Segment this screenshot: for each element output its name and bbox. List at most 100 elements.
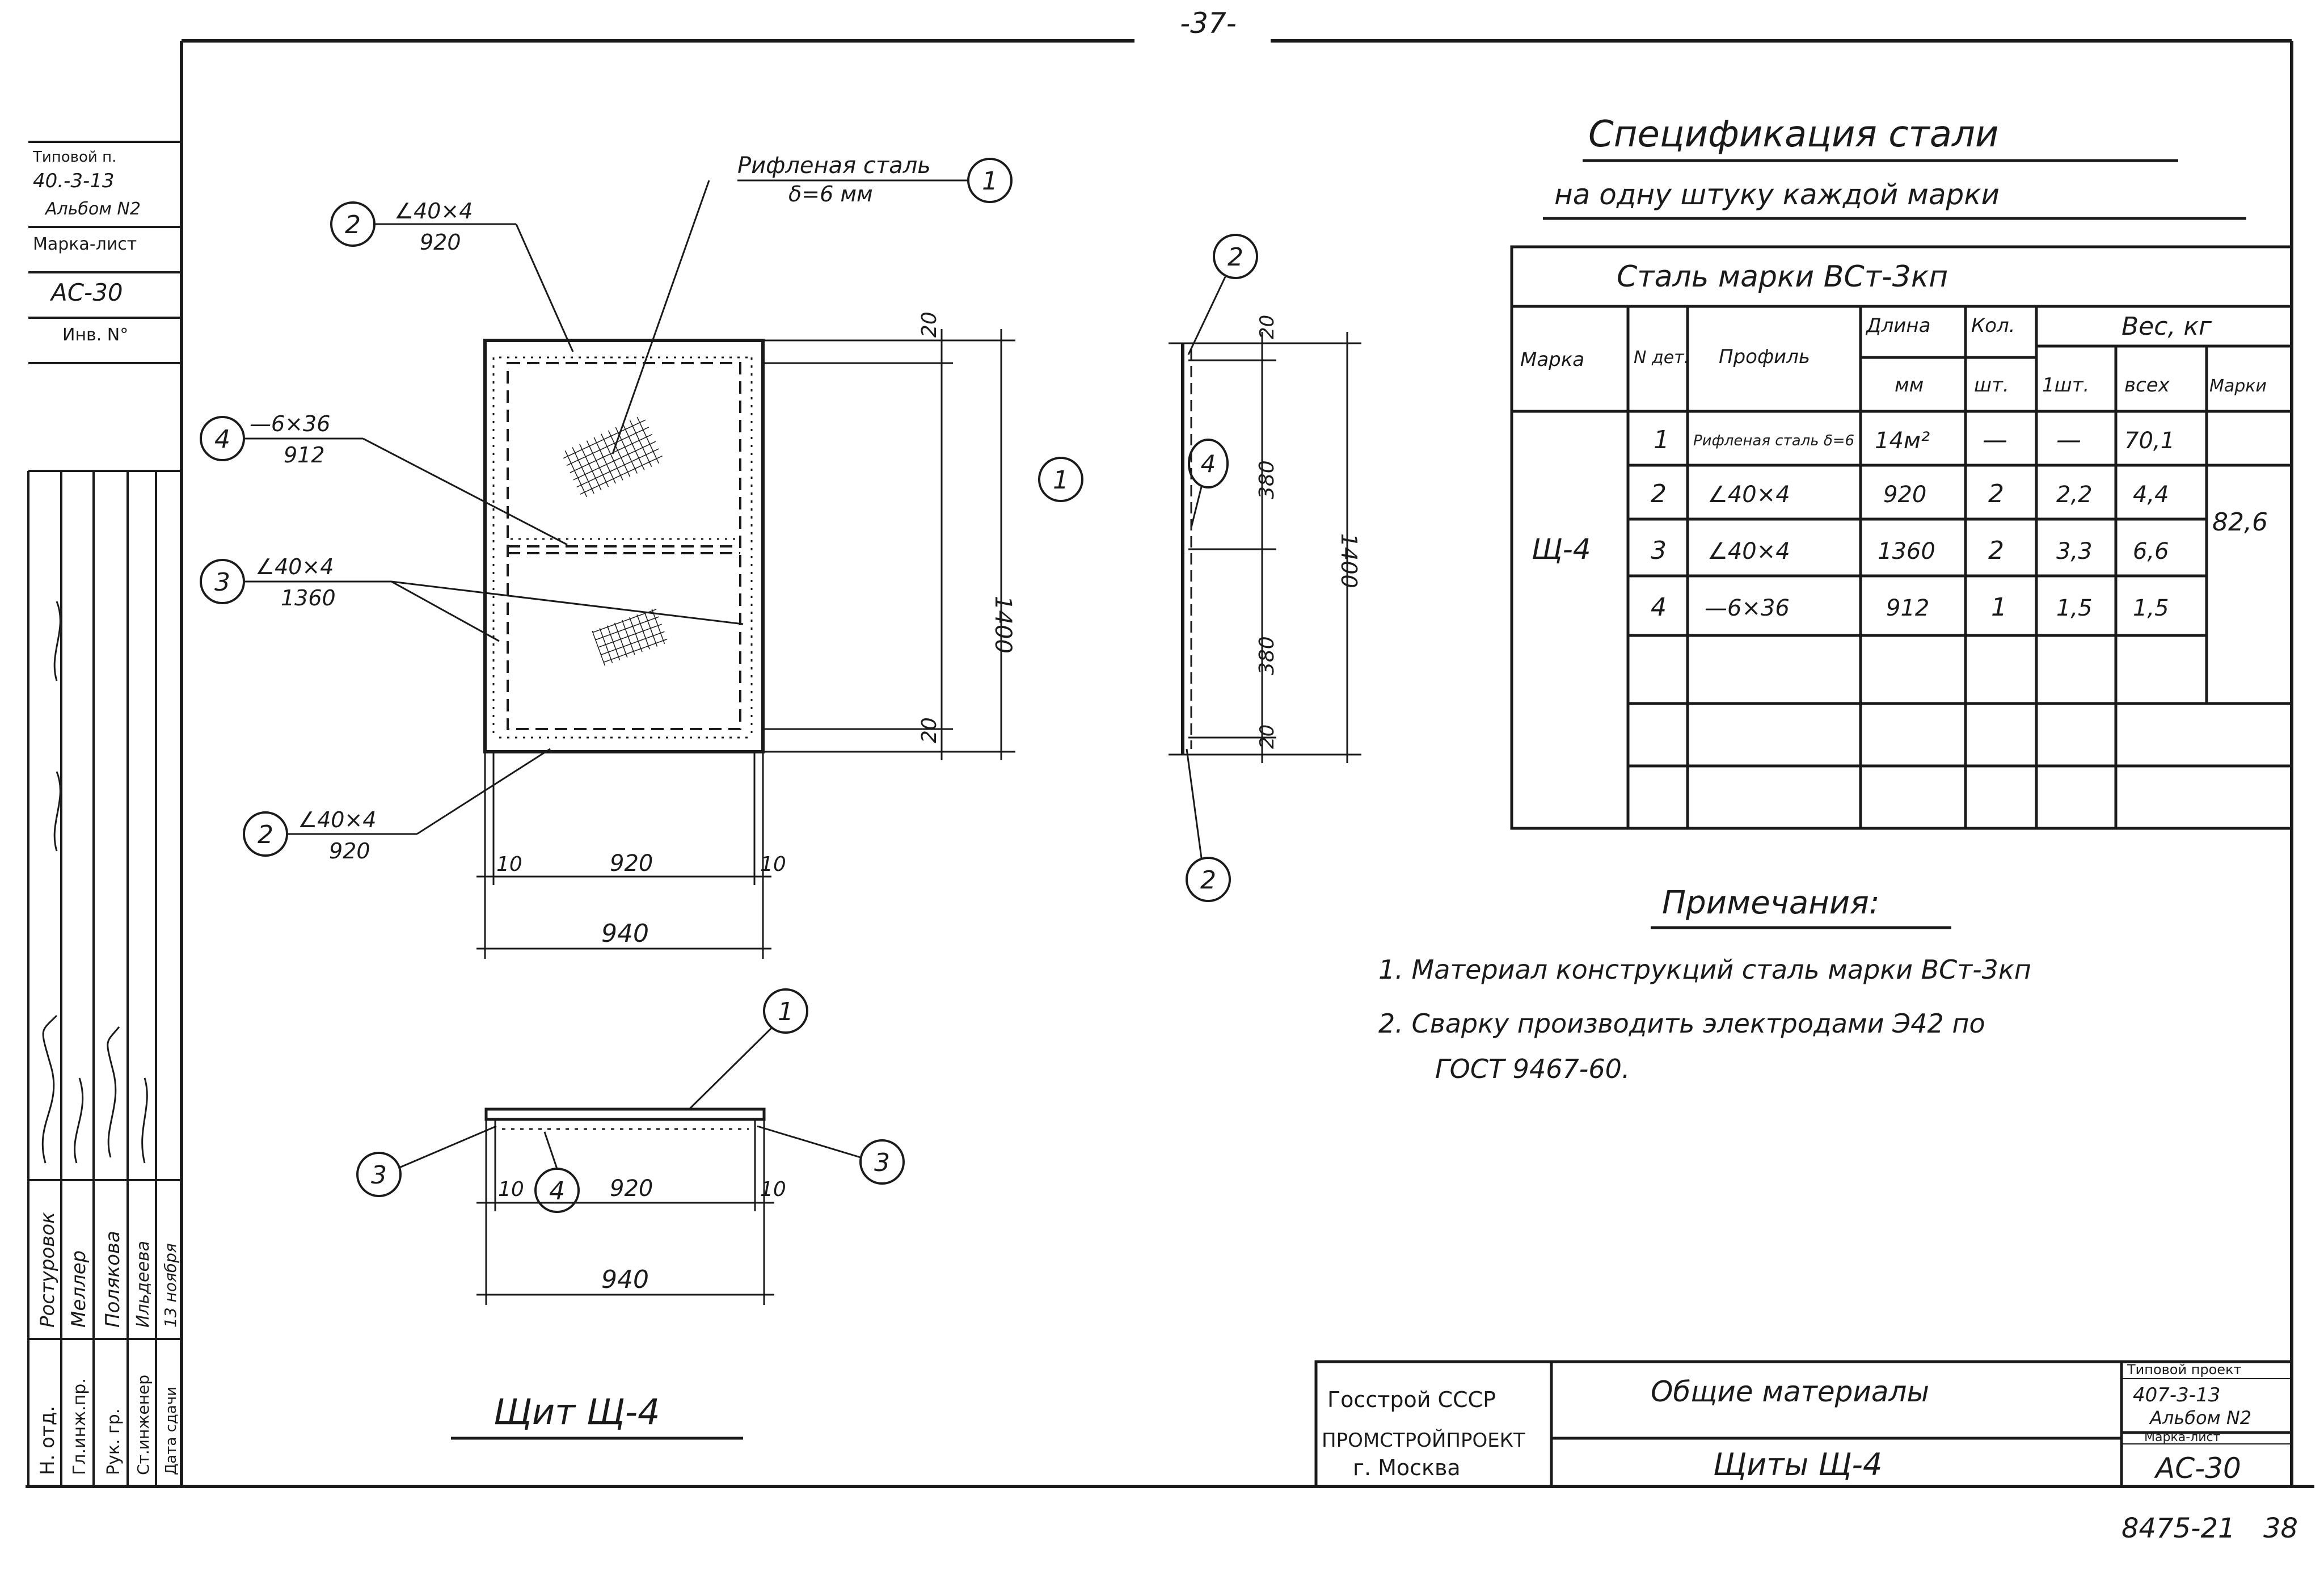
callout-number: 4 — [549, 1177, 565, 1206]
plan-dim-right-gap: 10 — [760, 853, 786, 876]
callout-sub: 1360 — [281, 586, 336, 610]
callout-number: 1 — [1053, 466, 1069, 495]
spec-cell-length: 920 — [1883, 482, 1926, 508]
spec-cell-no: 1 — [1654, 426, 1669, 454]
spec-cell-profile: —6×36 — [1705, 595, 1790, 621]
callout-number: 3 — [371, 1161, 387, 1190]
bottom-dim-right-gap: 10 — [760, 1178, 786, 1201]
tb-doc-title: Общие материалы — [1651, 1375, 1929, 1408]
archive-page: 38 — [2263, 1513, 2298, 1544]
stamp-names: Ростуровок Меллер Полякова Ильдеева 13 н… — [36, 1212, 180, 1328]
spec-cell-no: 3 — [1651, 536, 1667, 565]
section-marker-4: 4 — [1188, 439, 1229, 528]
callout-number: 4 — [1201, 450, 1216, 478]
plan-dim-width-inner: 920 — [610, 850, 653, 877]
specification: Спецификация стали на одну штуку каждой … — [1510, 113, 2293, 830]
title-block: Госстрой СССР ПРОМСТРОЙПРОЕКТ г. Москва … — [1314, 1360, 2293, 1488]
spec-row: 3 ∠40×4 1360 2 3,3 6,6 — [1651, 536, 2169, 565]
spec-cell-profile: ∠40×4 — [1707, 482, 1790, 508]
drawing-title: Щит Щ-4 — [494, 1391, 660, 1433]
callout-number: 2 — [345, 210, 361, 239]
callout-number: 3 — [214, 568, 230, 597]
callout-3: 3 ∠40×4 1360 — [200, 554, 744, 642]
callout-number: 2 — [1200, 866, 1216, 895]
spec-cell-profile: Рифленая сталь δ=6 — [1693, 432, 1854, 449]
callout-4: 4 —6×36 912 — [200, 411, 568, 546]
stamp-role: Н. отд. — [36, 1406, 59, 1475]
tb-project-no: 407-3-13 — [2133, 1384, 2220, 1406]
stamp-project-no: 40.-3-13 — [33, 170, 115, 192]
plan-dim-width-total: 940 — [601, 919, 649, 948]
spec-subtitle: на одну штуку каждой марки — [1554, 178, 2000, 211]
bottom-view: 10 920 10 940 1 3 4 3 — [356, 988, 905, 1305]
spec-head-profile: Профиль — [1719, 346, 1810, 368]
callout-sub: 920 — [420, 230, 461, 255]
bottom-dim-width-inner: 920 — [610, 1176, 653, 1202]
callout-1: 1 Рифленая сталь δ=6 мм — [611, 153, 1013, 454]
callout-label: Рифленая сталь — [737, 153, 931, 179]
callout-label: ∠40×4 — [255, 554, 334, 579]
plan-dim-top: 20 — [918, 311, 941, 338]
spec-cell-one: 3,3 — [2056, 538, 2093, 565]
spec-head-qty: Кол. — [1971, 314, 2015, 337]
note-item: 2. Сварку производить электродами Э42 по — [1378, 1008, 1985, 1039]
sheet-frame — [26, 39, 2314, 1488]
section-dim-upper: 380 — [1255, 460, 1279, 499]
spec-head-w-all: всех — [2124, 374, 2170, 397]
section-dim-bottom: 20 — [1256, 725, 1279, 749]
spec-cell-length: 912 — [1886, 595, 1929, 621]
spec-row: 1 Рифленая сталь δ=6 14м² — — 70,1 — [1654, 426, 2175, 454]
callout-number: 2 — [258, 820, 273, 849]
stamp-name: Ильдеева — [133, 1241, 153, 1328]
callout-number: 3 — [874, 1148, 890, 1177]
spec-cell-profile: ∠40×4 — [1707, 538, 1790, 565]
tb-sheet-title: Щиты Щ-4 — [1713, 1447, 1882, 1482]
spec-cell-all: 70,1 — [2124, 428, 2175, 454]
spec-head-w-mark: Марки — [2209, 376, 2267, 396]
tb-album: Альбом N2 — [2149, 1407, 2251, 1429]
callout-number: 1 — [778, 997, 794, 1026]
callout-2-top: 2 ∠40×4 920 — [330, 199, 574, 352]
bottom-marker-4: 4 — [534, 1131, 580, 1213]
section-marker-2-bottom: 2 — [1186, 748, 1231, 902]
stamp-roles: Н. отд. Гл.инж.пр. Рук. гр. Ст.инженер Д… — [36, 1375, 180, 1475]
section-marker-2-top: 2 — [1187, 234, 1258, 355]
spec-head-length: Длина — [1865, 314, 1930, 337]
spec-title: Спецификация стали — [1588, 113, 1998, 155]
callout-label: ∠40×4 — [394, 199, 473, 224]
stamp-name: Полякова — [102, 1231, 124, 1328]
stamp-name: Ростуровок — [36, 1212, 59, 1328]
spec-cell-one: — — [2056, 426, 2081, 454]
callout-sub: 912 — [284, 443, 325, 467]
notes-title: Примечания: — [1662, 885, 1880, 921]
margin-stamp: Типовой п. 40.-3-13 Альбом N2 Марка-лист… — [27, 141, 182, 1486]
section-view: 20 380 380 20 1400 2 4 2 — [1169, 234, 1361, 902]
stamp-project-label: Типовой п. — [32, 149, 116, 166]
stamp-marka-label: Марка-лист — [33, 234, 137, 254]
spec-cell-all: 4,4 — [2133, 482, 2169, 508]
plan-dim-left-gap: 10 — [496, 853, 522, 876]
stamp-album: Альбом N2 — [44, 199, 141, 219]
callout-sub: δ=6 мм — [788, 182, 873, 207]
stamp-role: Ст.инженер — [134, 1375, 153, 1475]
spec-cell-all: 1,5 — [2133, 595, 2169, 621]
spec-mark-total: 82,6 — [2212, 508, 2268, 537]
spec-cell-length: 14м² — [1875, 428, 1930, 454]
callout-number: 4 — [214, 425, 230, 454]
section-dim-lower: 380 — [1255, 636, 1279, 675]
page-number: -37- — [1180, 7, 1237, 40]
plan-marker-1: 1 — [1038, 457, 1083, 502]
stamp-signatures — [41, 601, 148, 1164]
bottom-dim-left-gap: 10 — [498, 1178, 524, 1201]
spec-cell-no: 4 — [1651, 593, 1667, 622]
callout-sub: 920 — [329, 839, 370, 864]
plan-view: 20 1400 20 10 920 10 940 1 Рифленая стал… — [200, 153, 1083, 959]
spec-row: 2 ∠40×4 920 2 2,2 4,4 — [1651, 479, 2169, 508]
spec-cell-qty: 2 — [1988, 479, 2004, 508]
bottom-marker-1: 1 — [688, 988, 808, 1110]
plan-dim-bottom: 20 — [918, 717, 941, 743]
tb-project-label: Типовой проект — [2127, 1362, 2242, 1378]
spec-cell-qty: — — [1983, 426, 2007, 454]
spec-head-w-one: 1шт. — [2042, 374, 2089, 397]
